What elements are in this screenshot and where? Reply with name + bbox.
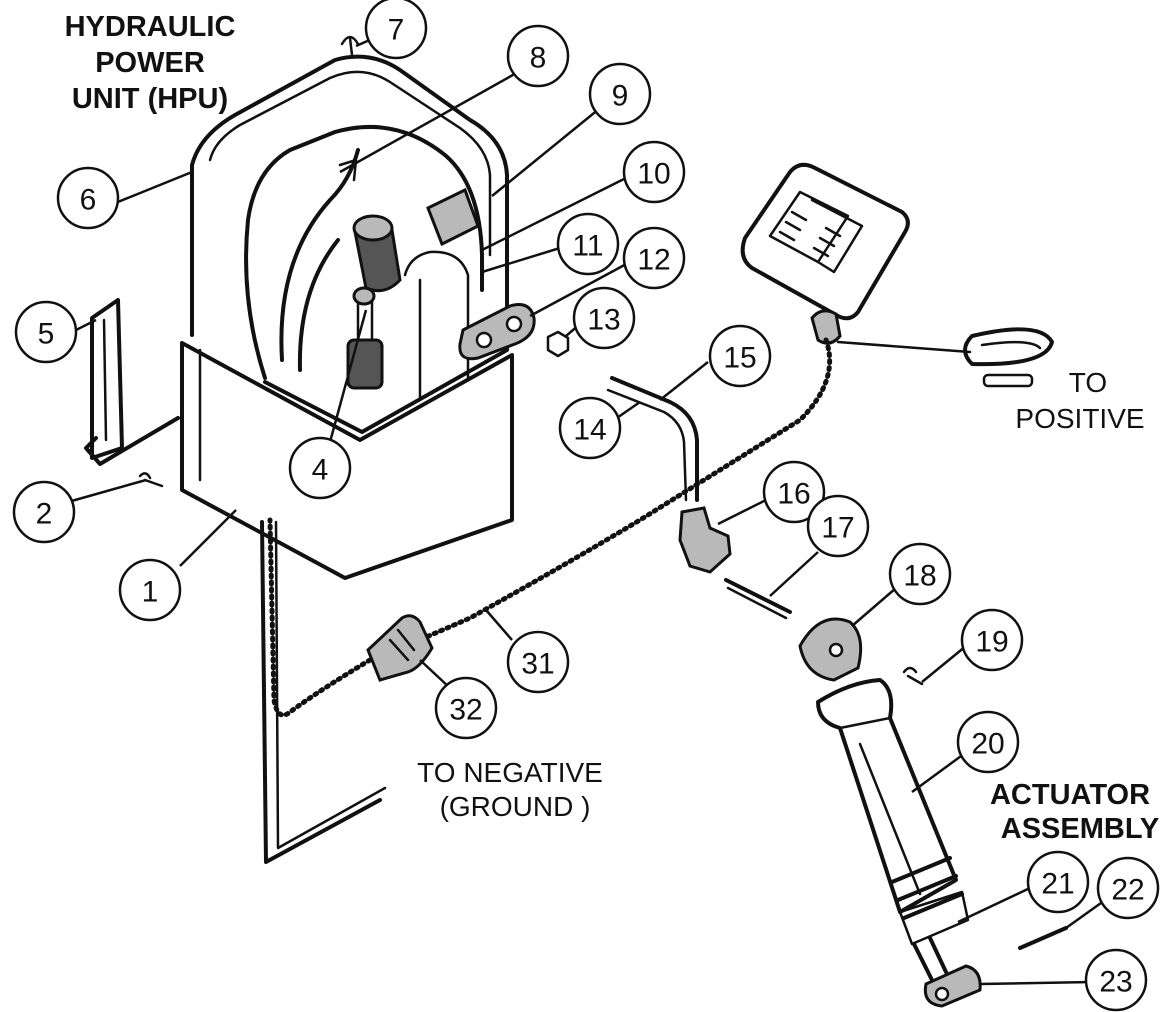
svg-text:ACTUATOR: ACTUATOR: [990, 779, 1150, 811]
callout-23: 23: [1084, 948, 1148, 1012]
negative-note: TO NEGATIVE (GROUND ): [417, 757, 603, 822]
callout-8: 8: [506, 24, 570, 88]
callout-19: 19: [960, 608, 1024, 672]
svg-text:8: 8: [530, 42, 547, 75]
svg-text:1: 1: [142, 576, 159, 609]
callout-9: 9: [588, 62, 652, 126]
callout-5: 5: [14, 300, 78, 364]
callout-31: 31: [506, 630, 570, 694]
hpu-pump: [426, 187, 480, 247]
hpu-cover: [190, 54, 509, 434]
hpu-title: HYDRAULIC POWER UNIT (HPU): [65, 11, 236, 115]
svg-text:TO: TO: [1069, 367, 1107, 398]
svg-text:11: 11: [572, 230, 603, 263]
callout-32: 32: [434, 676, 498, 740]
ground-connector: [366, 614, 434, 682]
svg-text:9: 9: [612, 80, 629, 113]
hpu-window: [244, 125, 484, 380]
callout-22: 22: [1096, 856, 1160, 920]
svg-text:10: 10: [637, 158, 670, 191]
svg-text:12: 12: [637, 244, 670, 277]
callout-2: 2: [12, 480, 76, 544]
actuator-title: ACTUATOR ASSEMBLY: [990, 779, 1159, 845]
svg-text:(GROUND ): (GROUND ): [440, 791, 591, 822]
hose-fitting: [678, 506, 732, 574]
callout-1: 1: [118, 558, 182, 622]
svg-text:6: 6: [80, 184, 97, 217]
callout-15: 15: [708, 324, 772, 388]
svg-text:21: 21: [1041, 868, 1074, 901]
callout-21: 21: [1026, 850, 1090, 914]
callout-17: 17: [806, 494, 870, 558]
hpu-valve: [346, 338, 384, 390]
callout-18: 18: [888, 542, 952, 606]
positive-note: TO POSITIVE: [1015, 367, 1144, 434]
hydraulic-power-unit-drawing: [180, 35, 570, 580]
svg-text:4: 4: [312, 454, 329, 487]
svg-text:POSITIVE: POSITIVE: [1015, 403, 1144, 434]
svg-text:13: 13: [587, 304, 620, 337]
actuator-assembly: [798, 617, 1068, 1008]
callout-11: 11: [556, 212, 620, 276]
svg-text:UNIT (HPU): UNIT (HPU): [72, 83, 228, 115]
svg-text:7: 7: [388, 14, 405, 47]
hpu-clamp-plate: [458, 303, 536, 361]
svg-text:18: 18: [903, 560, 936, 593]
control-switch: [740, 162, 910, 345]
callout-10: 10: [622, 140, 686, 204]
svg-text:HYDRAULIC: HYDRAULIC: [65, 11, 236, 43]
svg-text:31: 31: [521, 648, 554, 681]
svg-text:ASSEMBLY: ASSEMBLY: [1001, 813, 1159, 845]
svg-text:2: 2: [36, 498, 53, 531]
mounting-bracket: [84, 298, 180, 466]
svg-text:14: 14: [573, 414, 606, 447]
callout-16: 16: [762, 460, 826, 524]
callout-7: 7: [364, 0, 428, 60]
positive-terminal: [963, 327, 1054, 367]
svg-text:15: 15: [723, 342, 756, 375]
svg-text:17: 17: [821, 512, 854, 545]
svg-text:23: 23: [1099, 966, 1132, 999]
callout-14: 14: [558, 396, 622, 460]
svg-text:TO NEGATIVE: TO NEGATIVE: [417, 757, 603, 788]
hydraulic-hose: [610, 376, 699, 502]
callout-4: 4: [288, 436, 352, 500]
leader-lines: [67, 30, 1109, 986]
wire-harness: [392, 337, 833, 653]
svg-text:20: 20: [971, 728, 1004, 761]
callout-20: 20: [956, 710, 1020, 774]
ground-cable: [260, 520, 382, 864]
svg-text:5: 5: [38, 318, 55, 351]
svg-text:22: 22: [1111, 874, 1144, 907]
callout-6: 6: [56, 166, 120, 230]
callout-13: 13: [572, 286, 636, 350]
svg-text:32: 32: [449, 694, 482, 727]
svg-text:POWER: POWER: [95, 47, 205, 79]
svg-text:19: 19: [975, 626, 1008, 659]
svg-text:16: 16: [777, 478, 810, 511]
callout-12: 12: [622, 226, 686, 290]
